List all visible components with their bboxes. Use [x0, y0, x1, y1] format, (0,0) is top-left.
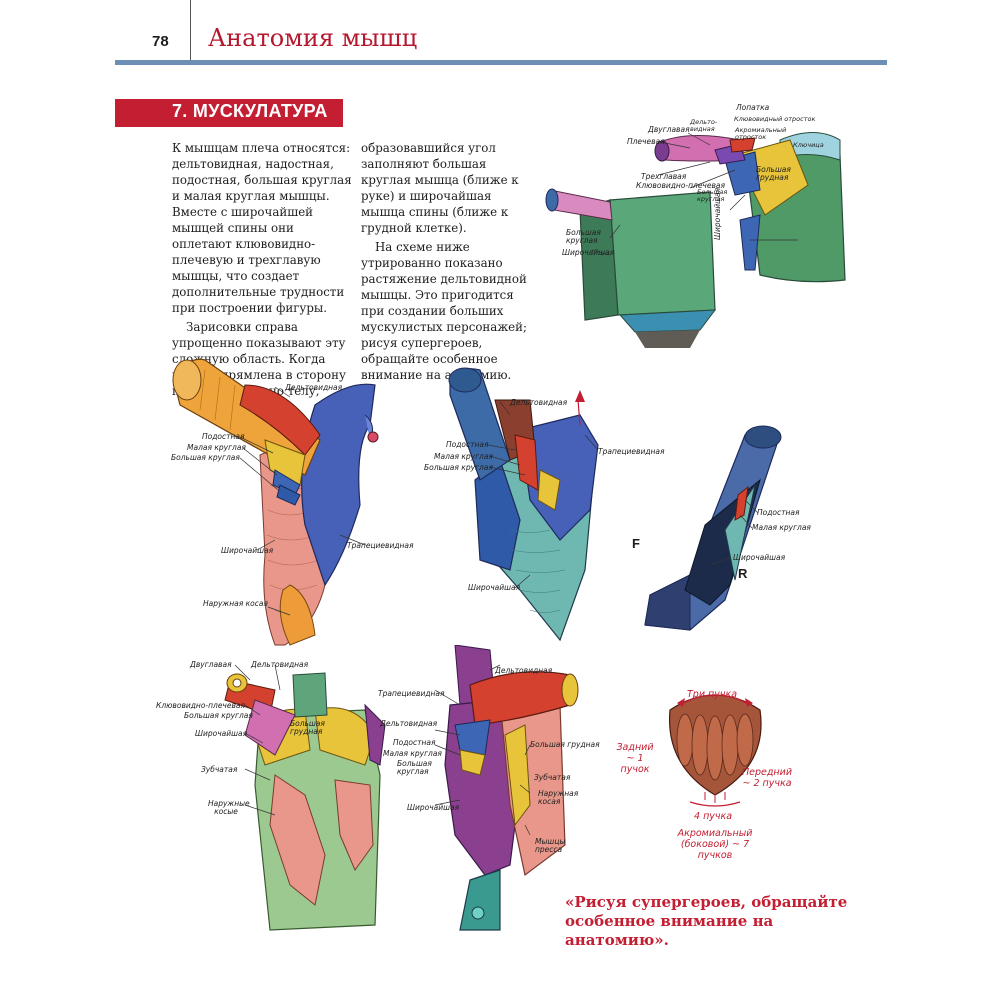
letter-f: F	[632, 536, 640, 551]
label-shirochaishaya: Широчайшая	[468, 583, 521, 592]
paragraph: Зарисовки справа упрощенно показывают эт…	[172, 320, 346, 398]
label-trapetsievidnaya: Трапециевидная	[347, 541, 414, 550]
label-bolshaya-grudnaya: Большая грудная	[530, 740, 600, 749]
label-bolshaya-kruglaya: Большая круглая	[424, 463, 493, 472]
page-number: 78	[152, 33, 169, 50]
label-myshtsy-pressa: Мышцы пресса	[535, 837, 566, 854]
label-podostnaya: Подостная	[393, 738, 436, 747]
label-bolshaya-kruglaya: Большая круглая	[397, 759, 432, 776]
label-zadniy: Задний ~ 1 пучок	[616, 742, 654, 775]
back-view-2-illustration	[448, 367, 599, 642]
label-naruzhnaya-kosaya: Наружная косая	[538, 789, 579, 806]
letter-r: R	[738, 566, 748, 581]
arm-block-illustration	[644, 425, 782, 631]
label-dvuglavaya: Двуглавая	[648, 125, 690, 134]
header-rule	[115, 60, 887, 65]
label-naruzhnaya-kosaya: Наружная косая	[203, 599, 268, 608]
label-bolshaya-grudnaya: Большая грудная	[290, 719, 325, 736]
label-malaya-kruglaya: Малая круглая	[752, 523, 811, 532]
label-naruzhnye-kosye: Наружные косые	[208, 799, 250, 816]
deltoid-diagram	[668, 694, 762, 807]
label-dvuglavaya: Двуглавая	[190, 660, 232, 669]
label-deltovidnaya: Дельтовидная	[495, 666, 553, 675]
section-title: 7. МУСКУЛАТУРА	[172, 101, 328, 121]
label-bolshaya-kruglaya: Большая круглая	[171, 453, 240, 462]
label-shirochaishaya-vertical: Широчайшая	[713, 187, 722, 240]
label-4-puchka: 4 пучка	[694, 811, 733, 822]
label-bolshaya-grudnaya: Большая грудная	[756, 165, 791, 182]
label-deltovidnaya: Дельтовидная	[285, 383, 343, 392]
label-peredniy: Передний ~ 2 пучка	[742, 767, 792, 789]
paragraph: К мышцам плеча относятся: дельтовидная, …	[172, 141, 352, 315]
label-bolshaya-kruglaya: Большая круглая	[566, 228, 601, 245]
paragraph: образовавшийся угол заполняют большая кр…	[361, 141, 519, 235]
label-podostnaya: Подостная	[202, 432, 245, 441]
label-shirochaishaya: Широчайшая	[195, 729, 248, 738]
label-deltovidnaya: Дельто-видная	[690, 118, 718, 133]
label-zubchataya: Зубчатая	[201, 765, 238, 774]
label-shirochaishaya: Широчайшая	[407, 803, 460, 812]
label-deltovidnaya: Дельтовидная	[510, 398, 568, 407]
section-banner	[115, 99, 343, 127]
label-bolshaya-kruglaya-small: Большая круглая	[697, 188, 728, 203]
front-torso-illustration	[224, 664, 386, 931]
label-deltovidnaya-2: Дельтовидная	[380, 719, 438, 728]
label-shirochaishaya: Широчайшая	[562, 248, 615, 257]
side-torso-illustration	[434, 645, 579, 931]
label-zubchataya: Зубчатая	[534, 773, 571, 782]
label-plechevaya: Плечевая	[627, 137, 665, 146]
label-klyuvovidno: Клювовидно-плечевая	[156, 701, 246, 710]
label-trapetsievidnaya: Трапециевидная	[598, 447, 665, 456]
label-tri-puchka: Три пучка	[687, 689, 738, 700]
label-kryuk: Клювовидный отросток	[734, 115, 816, 123]
label-shirochaishaya: Широчайшая	[221, 546, 274, 555]
label-podostnaya: Подостная	[757, 508, 800, 517]
label-trapetsievidnaya: Трапециевидная	[378, 689, 445, 698]
chapter-title: Анатомия мышц	[208, 24, 418, 52]
label-klyuvovidno: Клювовидно-плечевая	[636, 181, 726, 190]
label-shirochaishaya: Широчайшая	[733, 553, 786, 562]
label-malaya-kruglaya: Малая круглая	[187, 443, 246, 452]
label-trekhglavaya: Трехглавая	[641, 172, 687, 181]
back-view-illustration	[172, 358, 379, 646]
pull-quote: «Рисуя супергероев, обращайте особенное …	[565, 893, 848, 949]
label-podostnaya: Подостная	[446, 440, 489, 449]
text-column-2: образовавшийся угол заполняют большая кр…	[361, 140, 539, 386]
label-lopatka: Лопатка	[736, 103, 770, 112]
text-column-1: К мышцам плеча относятся: дельтовидная, …	[172, 140, 352, 402]
label-akromialny: Акромиальный отросток	[735, 126, 787, 141]
label-akromialny: Акромиальный (боковой) ~ 7 пучков	[677, 828, 753, 861]
label-deltovidnaya: Дельтовидная	[251, 660, 309, 669]
label-malaya-kruglaya: Малая круглая	[383, 749, 442, 758]
label-klyuchitsa: Ключица	[793, 141, 824, 149]
header-divider	[190, 0, 191, 60]
top-illustration	[545, 132, 846, 348]
paragraph: На схеме ниже утрированно показано растя…	[361, 240, 527, 382]
label-malaya-kruglaya: Малая круглая	[434, 452, 493, 461]
label-bolshaya-kruglaya: Большая круглая	[184, 711, 253, 720]
